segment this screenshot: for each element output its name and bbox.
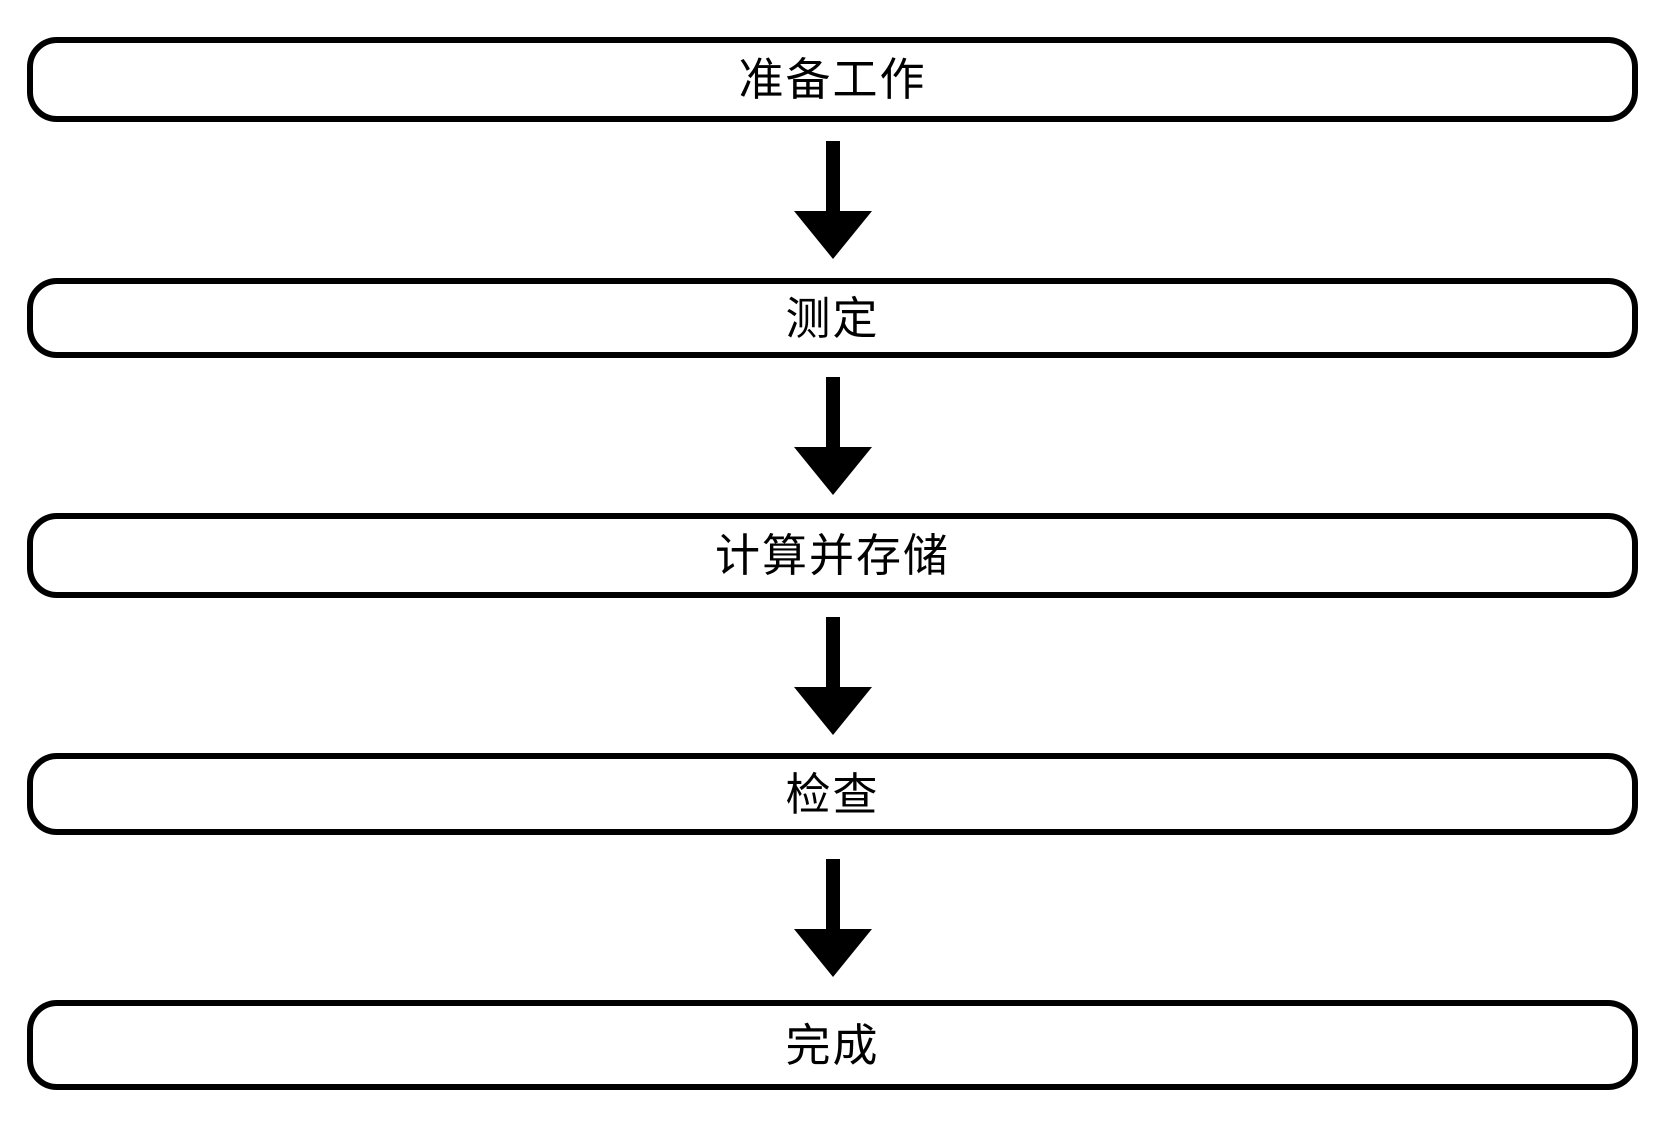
flowchart-connector-3 [27, 598, 1638, 753]
flowchart-node-calculate-store[interactable]: 计算并存储 [27, 513, 1638, 598]
arrow-down-icon [793, 858, 872, 977]
arrow-down-icon [793, 141, 872, 259]
arrow-down-icon [793, 376, 872, 495]
flowchart-node-measurement[interactable]: 测定 [27, 278, 1638, 358]
flowchart-node-column: 准备工作 测定 计算并存储 检查 [27, 37, 1638, 1090]
flowchart-node-complete[interactable]: 完成 [27, 1000, 1638, 1090]
flowchart-node-label: 计算并存储 [714, 529, 950, 582]
flowchart-node-preparation[interactable]: 准备工作 [27, 37, 1638, 122]
arrow-down-icon [793, 616, 872, 735]
flowchart-node-label: 完成 [785, 1018, 880, 1072]
flowchart-connector-2 [27, 358, 1638, 513]
flowchart-connector-4 [27, 835, 1638, 1000]
flowchart-node-inspection[interactable]: 检查 [27, 753, 1638, 835]
flowchart-node-label: 准备工作 [738, 53, 927, 106]
flowchart-connector-1 [27, 122, 1638, 278]
flowchart-node-label: 测定 [785, 291, 880, 345]
flowchart-node-label: 检查 [785, 767, 880, 821]
